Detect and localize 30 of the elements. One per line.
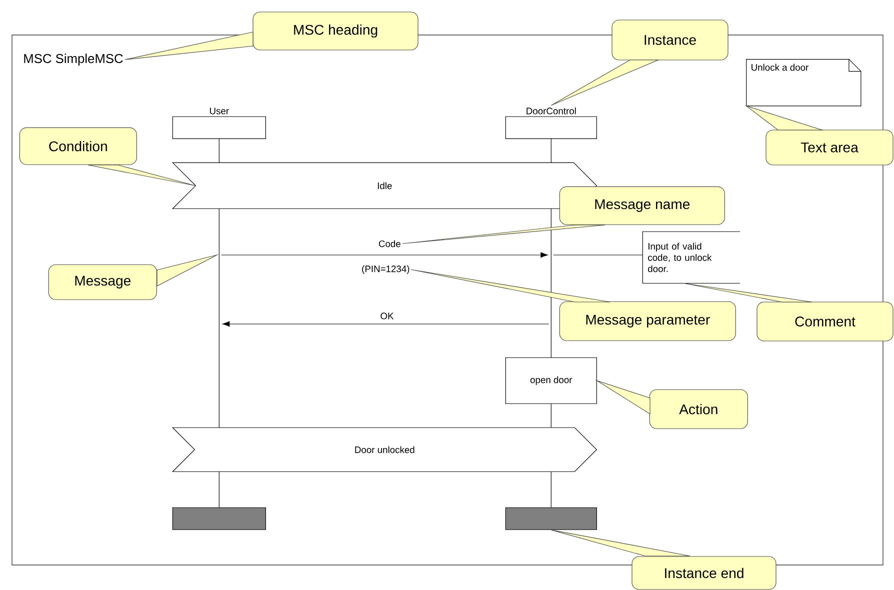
callout: Condition bbox=[19, 127, 137, 165]
text-area: Unlock a door bbox=[746, 59, 862, 106]
instance-name: DoorControl bbox=[526, 107, 576, 114]
message-arrow bbox=[222, 321, 550, 327]
message-text: Code bbox=[378, 240, 400, 248]
instance-end bbox=[172, 507, 266, 530]
edge-label: OK bbox=[379, 312, 395, 320]
callout: MSC heading bbox=[252, 12, 418, 50]
message-arrow bbox=[221, 252, 548, 258]
comment-connector bbox=[553, 254, 643, 256]
callout-pointer bbox=[683, 282, 812, 302]
condition-hexagon: Door unlocked bbox=[172, 427, 598, 472]
callout: Instance bbox=[612, 20, 728, 60]
msc-heading: MSC SimpleMSC bbox=[24, 54, 123, 66]
lifeline bbox=[550, 472, 552, 508]
callout: Message name bbox=[559, 186, 725, 225]
callout-pointer bbox=[402, 224, 606, 244]
callout: Instance end bbox=[632, 556, 776, 590]
callout-pointer bbox=[156, 254, 220, 286]
callout-pointer bbox=[124, 32, 254, 60]
lifeline bbox=[550, 404, 552, 428]
instance-name: User bbox=[210, 108, 229, 114]
action-box: open door bbox=[505, 357, 597, 404]
message-text: (PIN=1234) bbox=[362, 265, 410, 274]
comment: Input of valid code, to unlock door. bbox=[642, 231, 740, 284]
instance-end bbox=[505, 507, 597, 530]
callout: Message bbox=[48, 264, 157, 300]
callout-pointer bbox=[410, 269, 610, 302]
callout-pointer bbox=[88, 164, 196, 186]
callout-pointer bbox=[550, 530, 690, 556]
